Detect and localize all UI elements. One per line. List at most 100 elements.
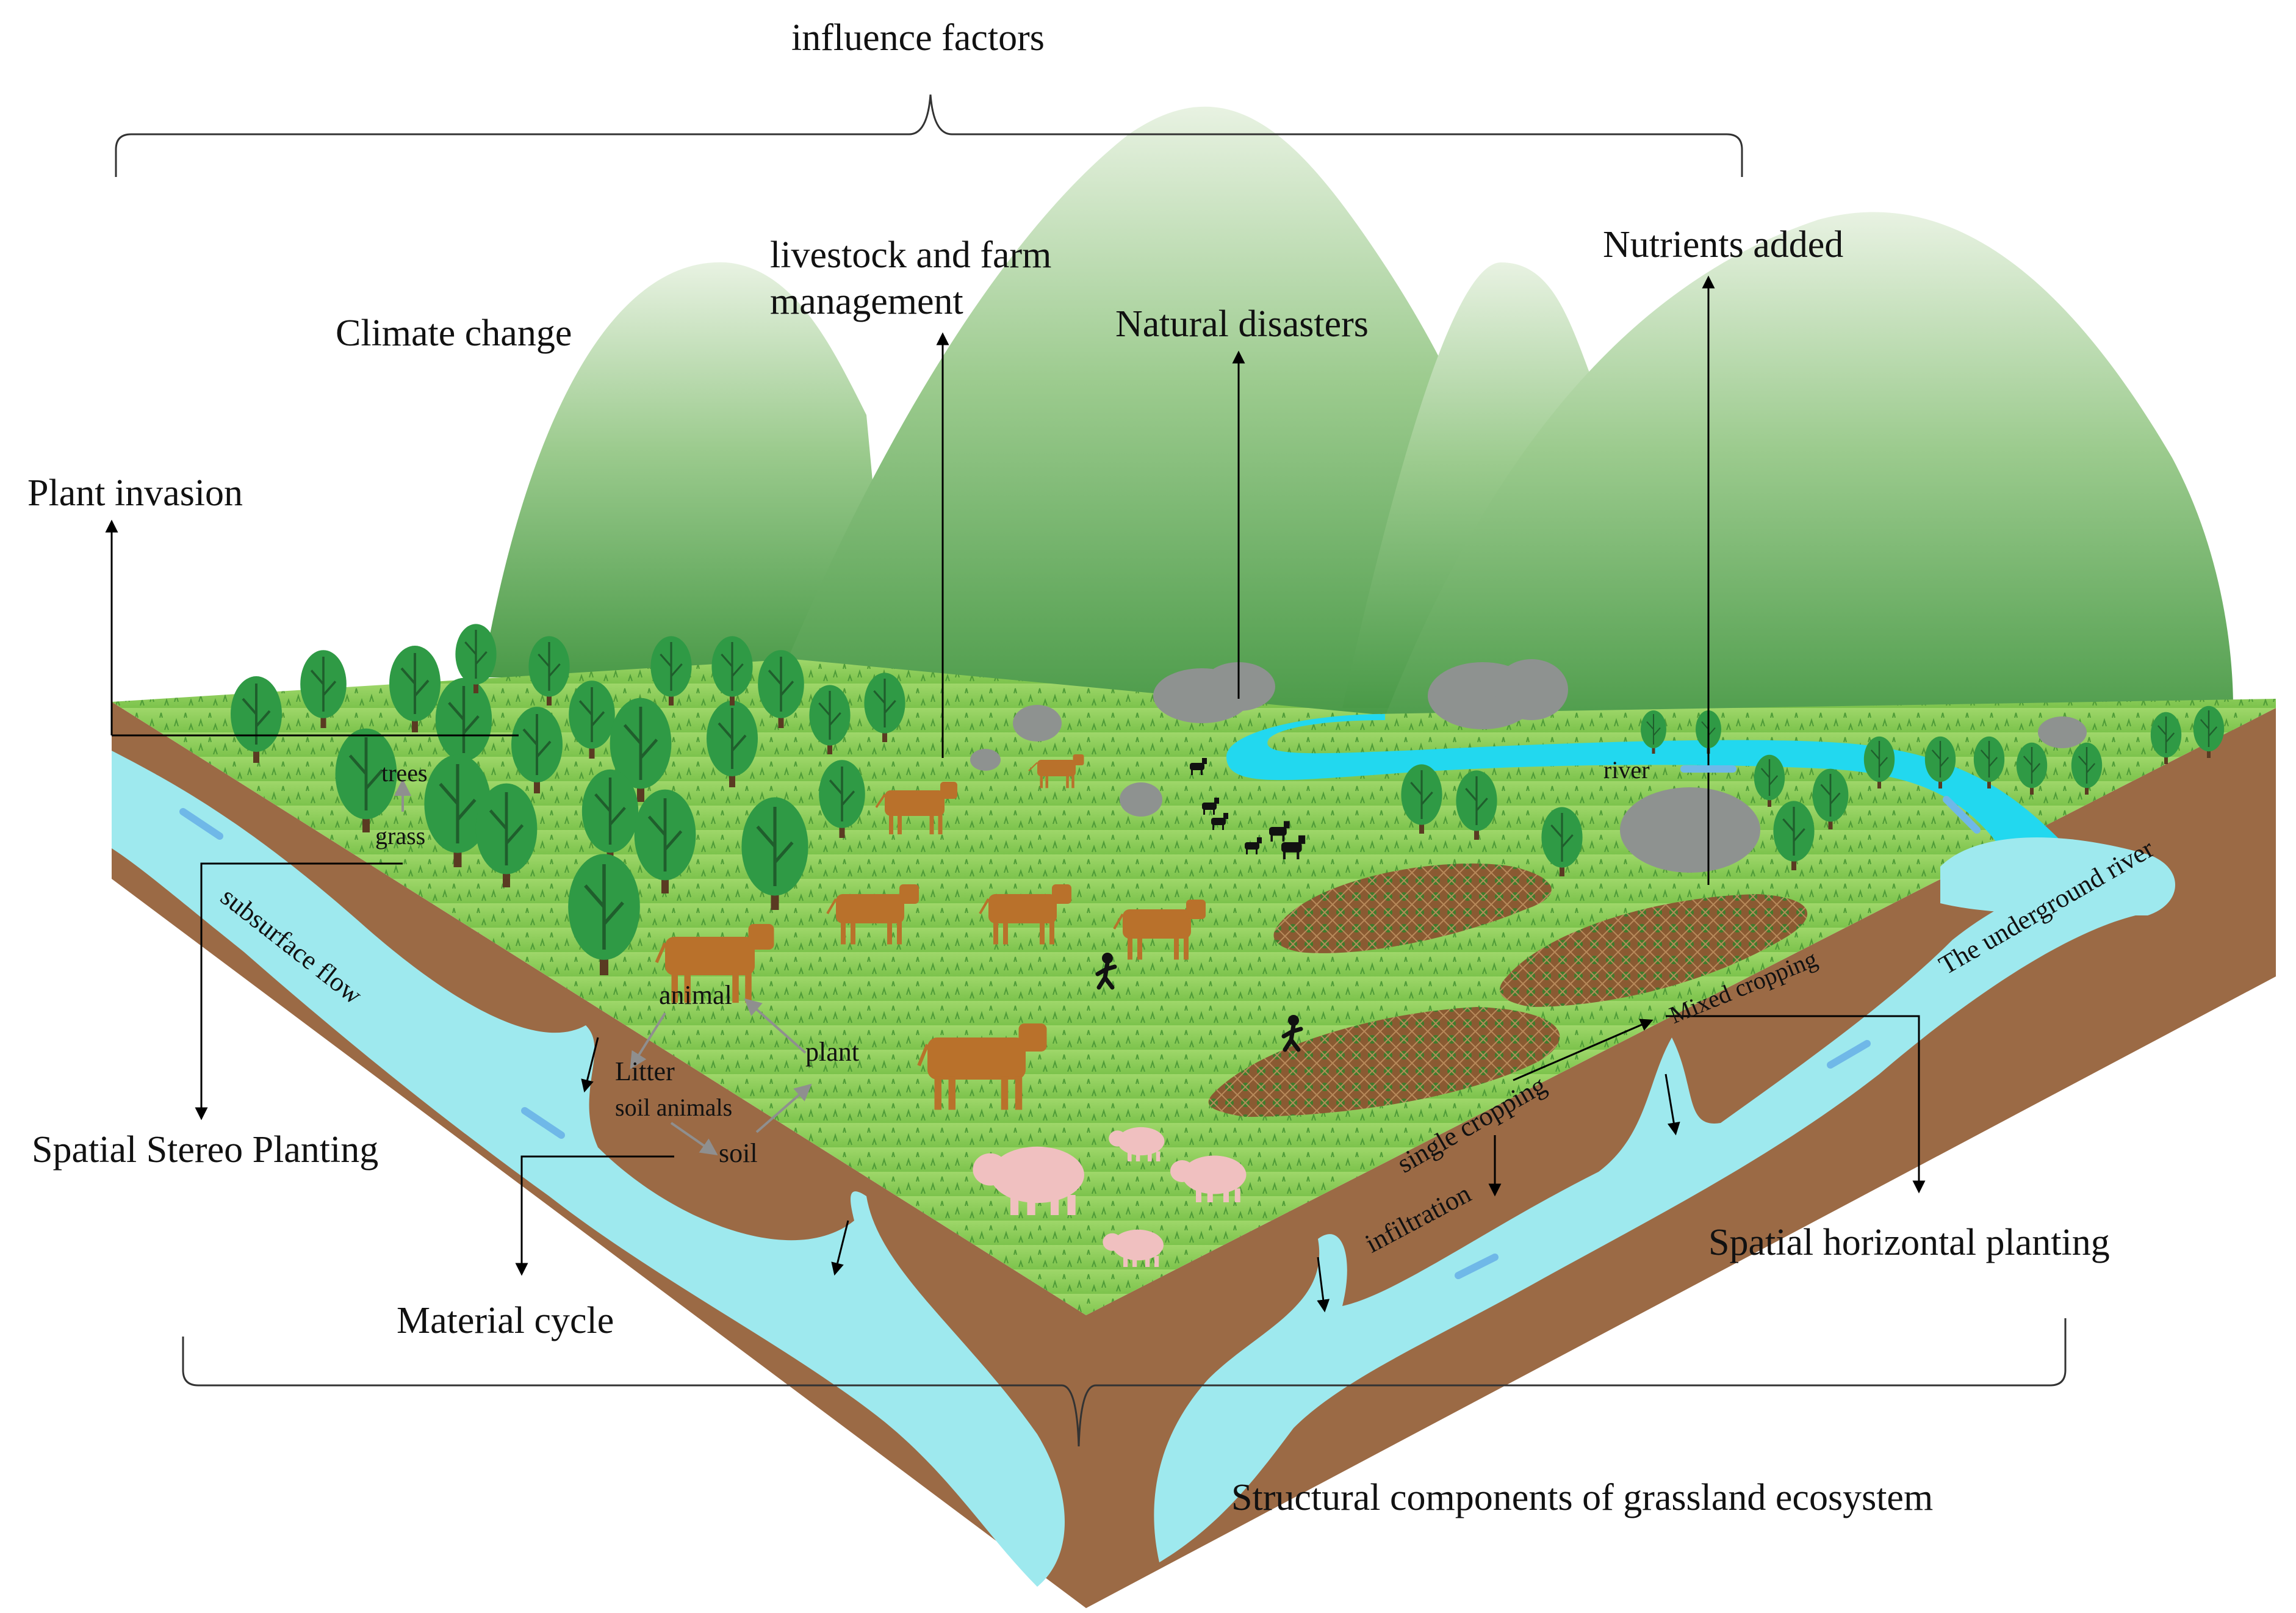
braces [115, 94, 2067, 1447]
tree-icon [2016, 742, 2048, 795]
tree-icon [455, 624, 497, 693]
tree-icon [1773, 801, 1815, 870]
tree-icon [650, 636, 692, 705]
tree-icon [1541, 807, 1583, 876]
cow-icon [875, 782, 957, 835]
label-litter: Litter [615, 1056, 675, 1086]
label-trees: trees [381, 759, 428, 787]
mountain-range [482, 106, 2233, 738]
label-spatial-horizontal-planting: Spatial horizontal planting [1708, 1222, 2110, 1263]
field-single-cropping [1208, 1007, 1560, 1117]
flow-arrow [521, 1107, 565, 1139]
label-plant-invasion: Plant invasion [27, 472, 243, 514]
tree-icon [1754, 754, 1785, 807]
subsurface-water-right [1154, 867, 2168, 1562]
label-natural-disasters: Natural disasters [1115, 303, 1369, 345]
stereo-connector [195, 862, 403, 1120]
bottom-brace [182, 1318, 2067, 1447]
surface-river [1226, 714, 2062, 862]
tree-icon [2071, 742, 2103, 795]
tree-icon [569, 680, 615, 759]
rock [1013, 705, 1062, 742]
forest [231, 624, 2225, 975]
animal-to-litter-arrow [630, 1012, 666, 1069]
tree-icon [335, 728, 397, 832]
soil-to-plant-arrow [755, 1083, 812, 1133]
tree-icon [707, 701, 758, 787]
drip-arrow [1664, 1074, 1680, 1136]
field-mixed-cropping [1500, 894, 1808, 1007]
horizontal-connector [1666, 1015, 1926, 1194]
label-grass: grass [375, 822, 426, 850]
drip-arrow [1317, 1257, 1330, 1313]
cow-icon [1113, 900, 1206, 960]
label-livestock-line1: livestock and farm [770, 234, 1052, 276]
rock [970, 749, 1001, 771]
goat-icon [1281, 835, 1306, 859]
label-livestock-line2: management [770, 281, 963, 322]
goat-icon [1190, 758, 1207, 775]
mountain-left [482, 262, 891, 677]
label-plant: plant [805, 1037, 859, 1067]
tree-icon [2193, 705, 2225, 758]
tree-icon [819, 760, 865, 838]
label-soil-animals: soil animals [615, 1094, 733, 1121]
label-material-cycle: Material cycle [397, 1300, 614, 1341]
goat-icon [1211, 813, 1228, 830]
cow-icon [1028, 754, 1084, 788]
rock [1620, 787, 1760, 873]
flow-arrow [1943, 796, 1981, 834]
tree-icon [389, 646, 441, 732]
title-structural-components: Structural components of grassland ecosy… [1231, 1477, 1934, 1518]
person-icon [1281, 1015, 1303, 1052]
crop-fields [1208, 863, 1808, 1117]
tree-icon [511, 707, 563, 793]
mountain-right [1379, 212, 2233, 738]
cycle-arrows [394, 779, 812, 1155]
tree-icon [1641, 710, 1666, 754]
tree-icon [634, 789, 696, 893]
tree-icon [1973, 736, 2005, 788]
pig-icon [1103, 1229, 1164, 1267]
tree-icon [1456, 770, 1497, 840]
rock [2038, 716, 2087, 748]
cow-icon [655, 924, 774, 1003]
tree-icon [1863, 736, 1895, 788]
livestock [655, 754, 1306, 1267]
goat-icon [1202, 798, 1219, 815]
tree-icon [1924, 736, 1956, 788]
cow-icon [917, 1023, 1047, 1110]
subsurface-water-left [112, 751, 1065, 1587]
tree-icon [741, 797, 808, 910]
pig-icon [973, 1146, 1084, 1215]
tree-icon [424, 754, 491, 867]
single-to-mixed-connector [1513, 1019, 1654, 1081]
tree-icon [300, 650, 347, 728]
material-connector [515, 1155, 674, 1276]
title-influence-factors: influence factors [791, 17, 1045, 59]
tree-icon [758, 650, 804, 728]
cow-icon [826, 884, 919, 945]
tree-icon [1812, 768, 1849, 829]
tree-icon [610, 698, 672, 802]
river-pool [1940, 837, 2175, 915]
water-flow-arrows [179, 765, 1981, 1279]
tree-icon [231, 676, 282, 763]
tree-icon [864, 673, 905, 742]
label-nutrients-added: Nutrients added [1603, 224, 1844, 265]
label-climate-change: Climate change [336, 312, 572, 354]
label-animal: animal [659, 980, 732, 1010]
flow-arrow [1455, 1254, 1499, 1279]
soil-animals-to-soil-arrow [670, 1122, 718, 1155]
tree-icon [528, 636, 570, 705]
cow-icon [979, 884, 1071, 945]
rock [1120, 782, 1162, 817]
field-top-left [1273, 863, 1552, 953]
influence-connectors [105, 275, 1926, 1313]
label-river: river [1603, 756, 1650, 784]
tree-icon [568, 854, 640, 975]
tree-icon [475, 783, 538, 887]
tree-icon [2150, 712, 2182, 764]
